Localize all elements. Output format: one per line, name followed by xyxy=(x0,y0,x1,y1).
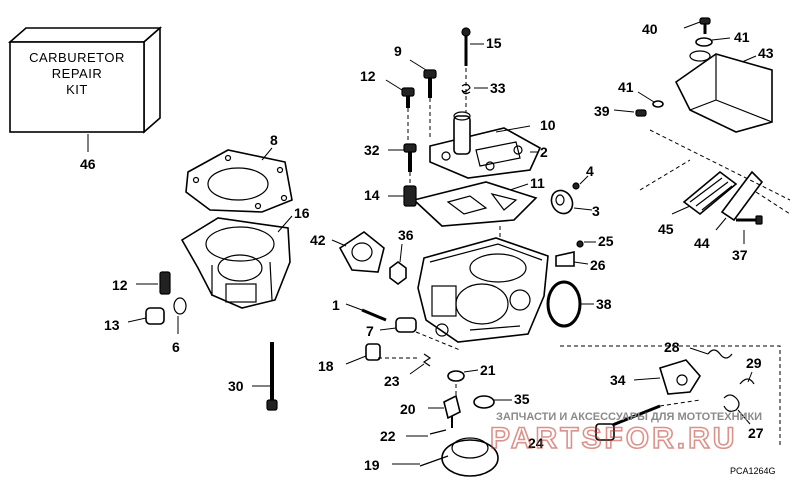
callout-41-left: 41 xyxy=(618,79,634,95)
cover-screws xyxy=(385,27,488,207)
callout-42: 42 xyxy=(310,232,326,248)
callout-11: 11 xyxy=(530,175,545,191)
float-assembly xyxy=(392,369,512,477)
callout-20: 20 xyxy=(400,401,416,417)
jet-7 xyxy=(379,317,417,333)
float-bowl-cover xyxy=(429,111,542,179)
gasket-42 xyxy=(331,231,385,273)
callout-37: 37 xyxy=(732,247,748,263)
plug-13 xyxy=(127,297,187,334)
throttle-body-adapter xyxy=(180,215,293,309)
watermark-logo: PARTSFOR.RU xyxy=(490,422,737,455)
callout-34: 34 xyxy=(610,372,626,388)
cover-gasket-11 xyxy=(412,181,538,227)
callout-13: 13 xyxy=(104,317,120,333)
screw-12-left xyxy=(136,271,171,295)
callout-14: 14 xyxy=(364,187,380,203)
callout-36: 36 xyxy=(398,227,414,243)
o-ring-38 xyxy=(546,280,594,328)
clip-29 xyxy=(739,371,755,385)
callout-33: 33 xyxy=(490,80,506,96)
carburetor-body xyxy=(417,237,549,343)
callout-39: 39 xyxy=(594,103,610,119)
screw-37 xyxy=(736,215,763,244)
repair-kit-box: CARBURETOR REPAIR KIT 46 xyxy=(7,26,163,172)
callout-23: 23 xyxy=(384,373,400,389)
reed-plate-45 xyxy=(671,170,738,216)
callout-1: 1 xyxy=(332,297,340,313)
spring-27 xyxy=(723,394,751,425)
watermark-tagline: ЗАПЧАСТИ И АКСЕССУАРЫ ДЛЯ МОТОТЕХНИКИ xyxy=(496,411,762,423)
throttle-body-gasket xyxy=(185,147,293,213)
diagram-ref-code: PCA1264G xyxy=(730,466,776,476)
kit-label-line2: REPAIR xyxy=(52,66,102,81)
callout-8: 8 xyxy=(270,132,278,148)
callout-22: 22 xyxy=(380,428,396,444)
callout-3: 3 xyxy=(592,203,600,219)
callout-35: 35 xyxy=(514,391,530,407)
callout-40: 40 xyxy=(642,21,658,37)
callout-7: 7 xyxy=(366,323,374,339)
watermark: ЗАПЧАСТИ И АКСЕССУАРЫ ДЛЯ МОТОТЕХНИКИ PA… xyxy=(489,411,762,456)
reed-stop-44 xyxy=(715,170,764,231)
callout-44: 44 xyxy=(694,235,710,251)
callout-24: 24 xyxy=(528,435,544,451)
callout-15: 15 xyxy=(486,35,502,51)
callout-43: 43 xyxy=(758,45,774,61)
callout-21: 21 xyxy=(480,362,496,378)
plug-18 xyxy=(345,343,381,365)
callout-18: 18 xyxy=(318,358,334,374)
plug-25 xyxy=(555,240,596,267)
callout-4: 4 xyxy=(586,163,594,179)
long-screw-30 xyxy=(252,342,278,411)
spring-23 xyxy=(409,353,432,375)
callout-46: 46 xyxy=(80,156,96,172)
callout-12-top: 12 xyxy=(360,68,376,84)
kit-label-line3: KIT xyxy=(66,82,88,97)
callout-25: 25 xyxy=(598,233,614,249)
callout-28: 28 xyxy=(664,339,680,355)
callout-6: 6 xyxy=(172,339,180,355)
throttle-shaft-34 xyxy=(595,359,701,441)
callout-19: 19 xyxy=(364,457,380,473)
callout-2: 2 xyxy=(540,144,548,160)
spring-28 xyxy=(689,347,733,359)
washer-41-top xyxy=(695,37,731,47)
kit-label-line1: CARBURETOR xyxy=(29,50,125,65)
callout-32: 32 xyxy=(364,142,380,158)
needle-1 xyxy=(345,303,387,322)
screw-40 xyxy=(683,17,711,34)
intake-silencer-43 xyxy=(674,50,773,133)
washer-41-left xyxy=(637,91,664,108)
callout-27: 27 xyxy=(748,425,764,441)
assembly-guide-lines xyxy=(378,68,791,446)
callout-38: 38 xyxy=(596,296,612,312)
callout-41-top: 41 xyxy=(734,29,750,45)
callout-12-left: 12 xyxy=(112,277,128,293)
callout-labels: 8 16 12 13 6 30 9 12 15 33 10 2 32 11 14… xyxy=(104,21,774,473)
callout-29: 29 xyxy=(746,355,762,371)
callout-10: 10 xyxy=(540,117,556,133)
sleeve-3 xyxy=(550,175,593,215)
callout-30: 30 xyxy=(228,378,244,394)
callout-9: 9 xyxy=(394,43,402,59)
screw-39 xyxy=(613,109,647,117)
callout-26: 26 xyxy=(590,257,606,273)
nut-36 xyxy=(389,243,407,285)
callout-45: 45 xyxy=(658,221,674,237)
callout-16: 16 xyxy=(294,205,310,221)
